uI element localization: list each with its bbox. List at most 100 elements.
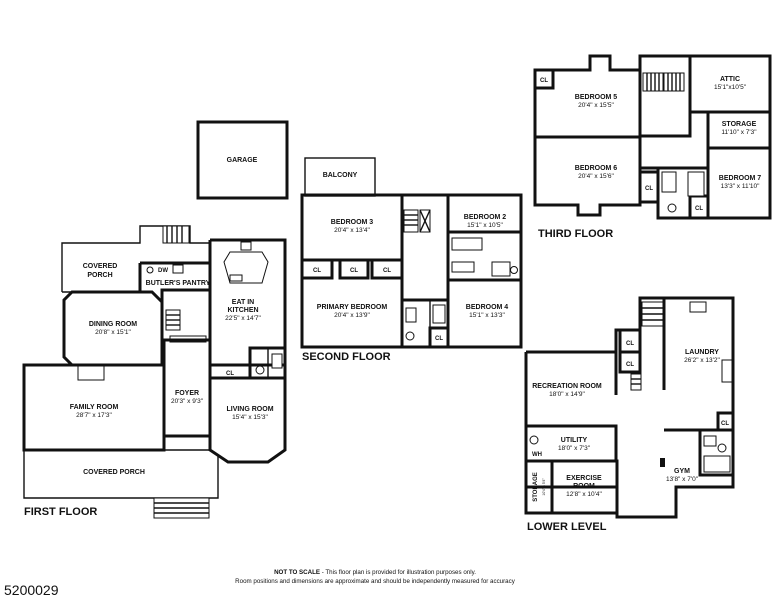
third-shower-icon xyxy=(687,171,705,197)
room-label-bedroom-4: BEDROOM 4 xyxy=(466,304,509,311)
room-dim-family-room: 28'7" x 17'3" xyxy=(76,412,112,419)
room-dim-storage-third: 11'10" x 7'3" xyxy=(721,129,757,136)
primary-sink-icon xyxy=(405,307,417,323)
room-dim-laundry: 26'2" x 13'2" xyxy=(684,357,720,364)
lower-level: RECREATION ROOM 18'0" x 14'9" CL CL LAUN… xyxy=(524,296,735,533)
room-label-dining-room: DINING ROOM xyxy=(89,321,137,328)
third-stair-hall xyxy=(638,54,692,138)
room-label-foyer: FOYER xyxy=(175,390,199,397)
room-label-exercise-room: ROOM xyxy=(573,483,595,490)
disclaimer-lead: NOT TO SCALE xyxy=(274,569,321,576)
vanity-icon xyxy=(451,261,475,273)
closet-label: CL xyxy=(313,268,321,274)
third-bath-outline xyxy=(656,166,710,220)
room-label-eat-in: EAT IN xyxy=(232,299,254,306)
room-label-bedroom-5: BEDROOM 5 xyxy=(575,94,618,101)
gym-equipment-icon xyxy=(660,458,665,467)
bathtub-icon xyxy=(451,237,483,251)
toilet-icon xyxy=(510,266,518,274)
stairs-third-2 xyxy=(663,72,685,92)
room-label-exercise: EXERCISE xyxy=(566,475,602,482)
closet-second-3 xyxy=(370,258,404,280)
room-dim-storage-lower: 10'4" x 5'4" xyxy=(542,478,546,496)
closet-label: CL xyxy=(626,341,634,347)
room-label-gym: GYM xyxy=(674,468,690,475)
room-label-storage-lower: STORAGE xyxy=(533,472,539,502)
room-label-bedroom-7: BEDROOM 7 xyxy=(719,175,762,182)
lower-tub-icon xyxy=(703,455,731,473)
washer-dryer-icon xyxy=(721,359,733,383)
covered-porch-bottom-outline xyxy=(23,450,219,499)
disclaimer: NOT TO SCALE - This floor plan is provid… xyxy=(200,568,550,586)
room-dim-attic: 15'1"x10'5" xyxy=(714,84,747,91)
room-label-kitchen: KITCHEN xyxy=(227,307,258,314)
toilet-icon xyxy=(405,331,415,341)
floor-title-third: THIRD FLOOR xyxy=(538,228,613,240)
closet-second-2 xyxy=(338,258,370,280)
closet-label: CL xyxy=(721,421,729,427)
hall-bath-outline xyxy=(446,230,523,282)
closet-label: CL xyxy=(645,186,653,192)
room-label-garage: GARAGE xyxy=(227,157,258,164)
shower-icon xyxy=(491,261,511,277)
room-label-balcony: BALCONY xyxy=(323,172,358,179)
room-label-butlers-pantry: BUTLER'S PANTRY xyxy=(146,280,211,287)
toilet-icon xyxy=(717,443,727,453)
room-dim-dining-room: 20'8" x 15'1" xyxy=(95,329,131,336)
room-dim-bedroom-2: 15'1" x 10'5" xyxy=(467,222,503,229)
sink-icon xyxy=(271,353,283,369)
room-dim-kitchen: 22'5" x 14'7" xyxy=(225,315,261,322)
garage-outline xyxy=(196,120,289,200)
foyer-outline xyxy=(162,338,212,438)
room-dim-bedroom-3: 20'4" x 13'4" xyxy=(334,227,370,234)
room-label-storage-third: STORAGE xyxy=(722,121,757,128)
room-label-living-room: LIVING ROOM xyxy=(226,406,273,413)
room-dim-recreation-room: 18'0" x 14'9" xyxy=(549,391,585,398)
room-label-family-room: FAMILY ROOM xyxy=(70,404,119,411)
first-floor: GARAGE COVERED PORCH BUTLER'S PANTRY DW … xyxy=(22,120,289,519)
room-dim-bedroom-7: 13'3" x 11'10" xyxy=(721,183,760,190)
lower-bath-outline xyxy=(698,428,735,477)
closet-second-1 xyxy=(300,258,334,280)
room-label-bedroom-2: BEDROOM 2 xyxy=(464,214,507,221)
room-label-bedroom-3: BEDROOM 3 xyxy=(331,219,374,226)
primary-closet xyxy=(428,326,450,349)
room-dim-bedroom-4: 15'1" x 13'3" xyxy=(469,312,505,319)
dishwasher-label: DW xyxy=(158,268,168,274)
toilet-icon xyxy=(667,203,677,213)
closet-third-1 xyxy=(533,68,555,90)
closet-label: CL xyxy=(383,268,391,274)
exercise-room-outline xyxy=(550,459,619,515)
laundry-sink-icon xyxy=(689,301,707,313)
room-label-covered-porch-2: PORCH xyxy=(87,272,112,279)
stairs-third xyxy=(642,72,664,92)
primary-bath-outline xyxy=(400,298,450,349)
lower-sink-icon xyxy=(703,435,717,447)
closet-label: CL xyxy=(435,336,443,342)
third-floor: CL BEDROOM 5 20'4" x 15'5" CL BEDROOM 6 … xyxy=(533,54,772,240)
room-label-bedroom-6: BEDROOM 6 xyxy=(575,165,618,172)
pantry-sink-icon xyxy=(146,266,154,274)
disclaimer-line-1: - This floor plan is provided for illust… xyxy=(320,569,476,576)
third-sink-icon xyxy=(661,171,677,193)
room-dim-bedroom-5: 20'4" x 15'5" xyxy=(578,102,614,109)
room-dim-living-room: 15'4" x 15'3" xyxy=(232,414,268,421)
room-dim-primary-bedroom: 20'4" x 13'9" xyxy=(334,312,370,319)
room-dim-bedroom-6: 20'4" x 15'6" xyxy=(578,173,614,180)
listing-id: 5200029 xyxy=(4,582,59,598)
double-sink-icon xyxy=(229,274,243,282)
fireplace-icon xyxy=(77,365,105,381)
room-dim-exercise-room: 12'8" x 10'4" xyxy=(566,491,602,498)
closet-label: CL xyxy=(540,78,548,84)
lower-small-stairs xyxy=(630,373,642,391)
floor-title-lower: LOWER LEVEL xyxy=(527,521,607,533)
covered-porch-top-outline xyxy=(61,225,210,292)
cooktop-icon xyxy=(240,241,252,251)
room-dim-gym: 13'8" x 7'0" xyxy=(666,476,699,483)
stairs-second xyxy=(403,209,419,233)
water-heater-label: WH xyxy=(532,452,542,458)
room-label-laundry: LAUNDRY xyxy=(685,349,719,356)
pantry-fixture-icon xyxy=(172,264,184,274)
closet-label: CL xyxy=(626,362,634,368)
